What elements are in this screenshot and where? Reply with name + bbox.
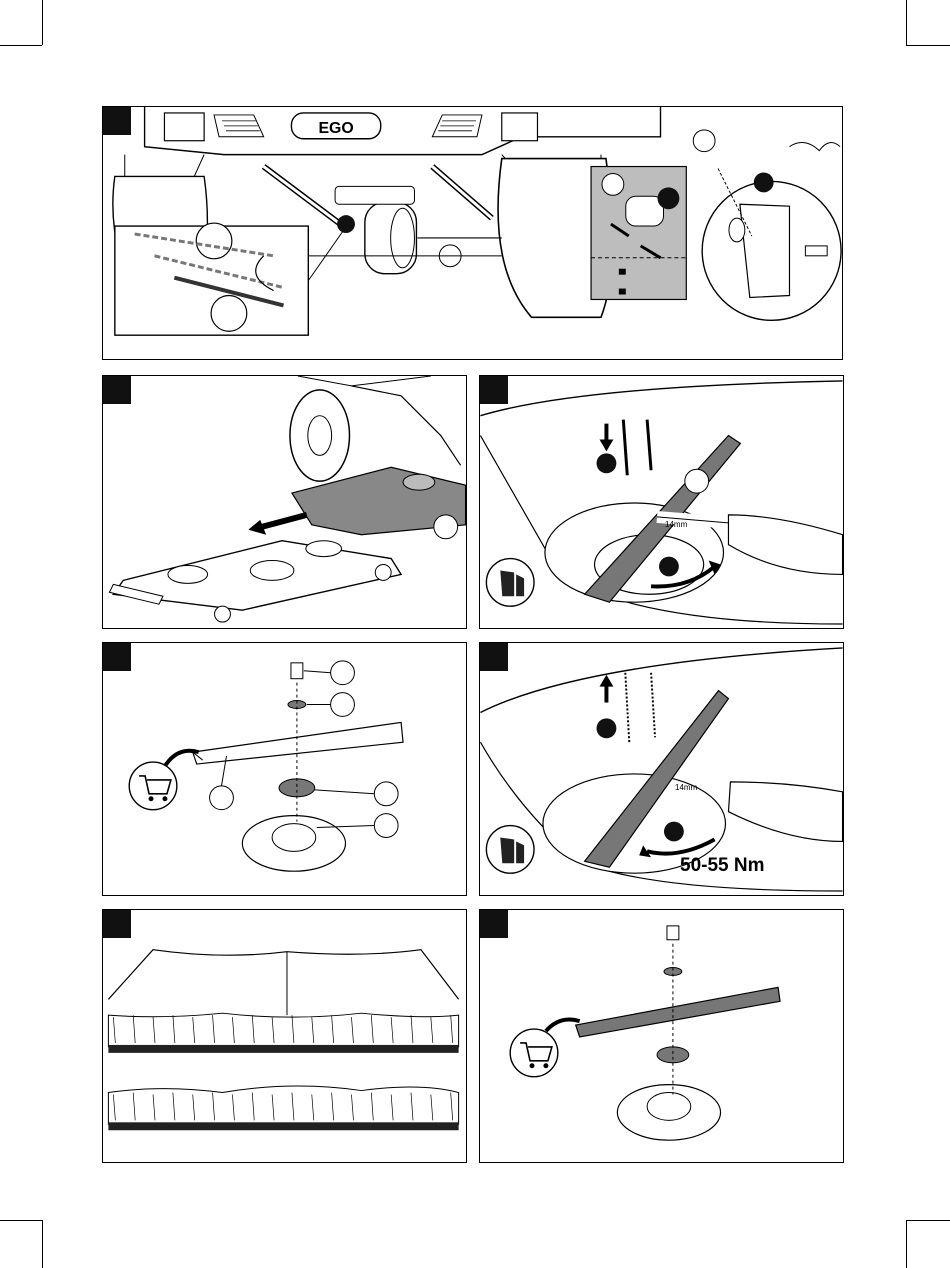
crop-mark-br-h: [906, 1220, 950, 1221]
crop-mark-bl-h: [0, 1220, 42, 1221]
step-number-tab: [103, 376, 131, 404]
blade-tighten-illustration: [480, 643, 843, 895]
wrench-size-label: 14mm: [675, 783, 697, 792]
panel-mower-front: EGO: [102, 106, 843, 360]
panel-blade-tighten: 14mm 50-55 Nm: [479, 642, 844, 896]
panel-blade-exploded: [102, 642, 467, 896]
step-number-tab: [480, 643, 508, 671]
step-number-tab: [480, 910, 508, 938]
panel-blade-loosen: 14mm: [479, 375, 844, 629]
mower-front-illustration: EGO: [103, 107, 842, 359]
panel-blade-exploded-simple: [479, 909, 844, 1163]
crop-mark-tl-h: [0, 45, 42, 46]
step-number-tab: [480, 376, 508, 404]
step-number-tab: [103, 107, 131, 135]
crop-mark-tr-h: [906, 45, 950, 46]
ego-logo-text: EGO: [318, 120, 353, 137]
grass-height-illustration: [103, 910, 466, 1162]
deck-removal-illustration: [103, 376, 466, 628]
blade-loosen-illustration: [480, 376, 843, 628]
crop-mark-tr-v: [906, 0, 907, 45]
crop-mark-br-v: [906, 1220, 907, 1268]
crop-mark-bl-v: [42, 1220, 43, 1268]
crop-mark-tl-v: [42, 0, 43, 45]
blade-exploded-simple-illustration: [480, 910, 843, 1162]
callout-filled: [337, 215, 355, 233]
blade-exploded-illustration: [103, 643, 466, 895]
step-number-tab: [103, 643, 131, 671]
wrench-size-label: 14mm: [665, 520, 687, 529]
torque-spec: 50-55 Nm: [680, 855, 765, 877]
panel-deck-removal: [102, 375, 467, 629]
panel-cutting-height: [102, 909, 467, 1163]
step-number-tab: [103, 910, 131, 938]
